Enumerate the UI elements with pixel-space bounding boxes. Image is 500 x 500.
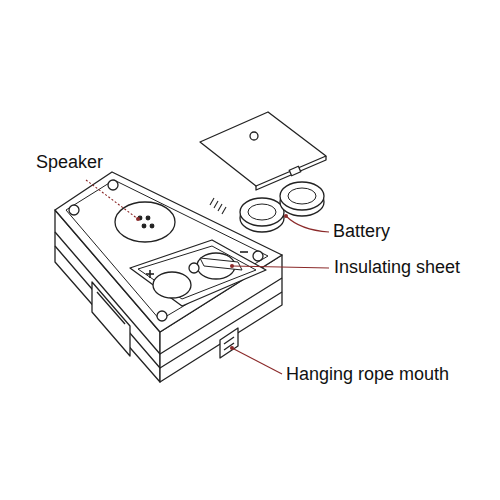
part-label: Speaker xyxy=(36,153,103,173)
part-label: Battery xyxy=(333,222,390,242)
coin-battery xyxy=(240,198,284,232)
speaker xyxy=(115,202,175,242)
part-label: Hanging rope mouth xyxy=(286,365,449,385)
leader-lines xyxy=(86,180,329,374)
battery-lid xyxy=(200,112,326,186)
battery-compartment xyxy=(130,240,266,306)
coin-battery xyxy=(280,182,324,216)
insulating-sheet xyxy=(200,258,242,270)
top-face xyxy=(55,172,282,332)
battery-slot xyxy=(153,272,191,298)
side-panel xyxy=(92,282,130,356)
part-label: Insulating sheet xyxy=(334,258,460,278)
rope-mouth xyxy=(220,328,238,358)
